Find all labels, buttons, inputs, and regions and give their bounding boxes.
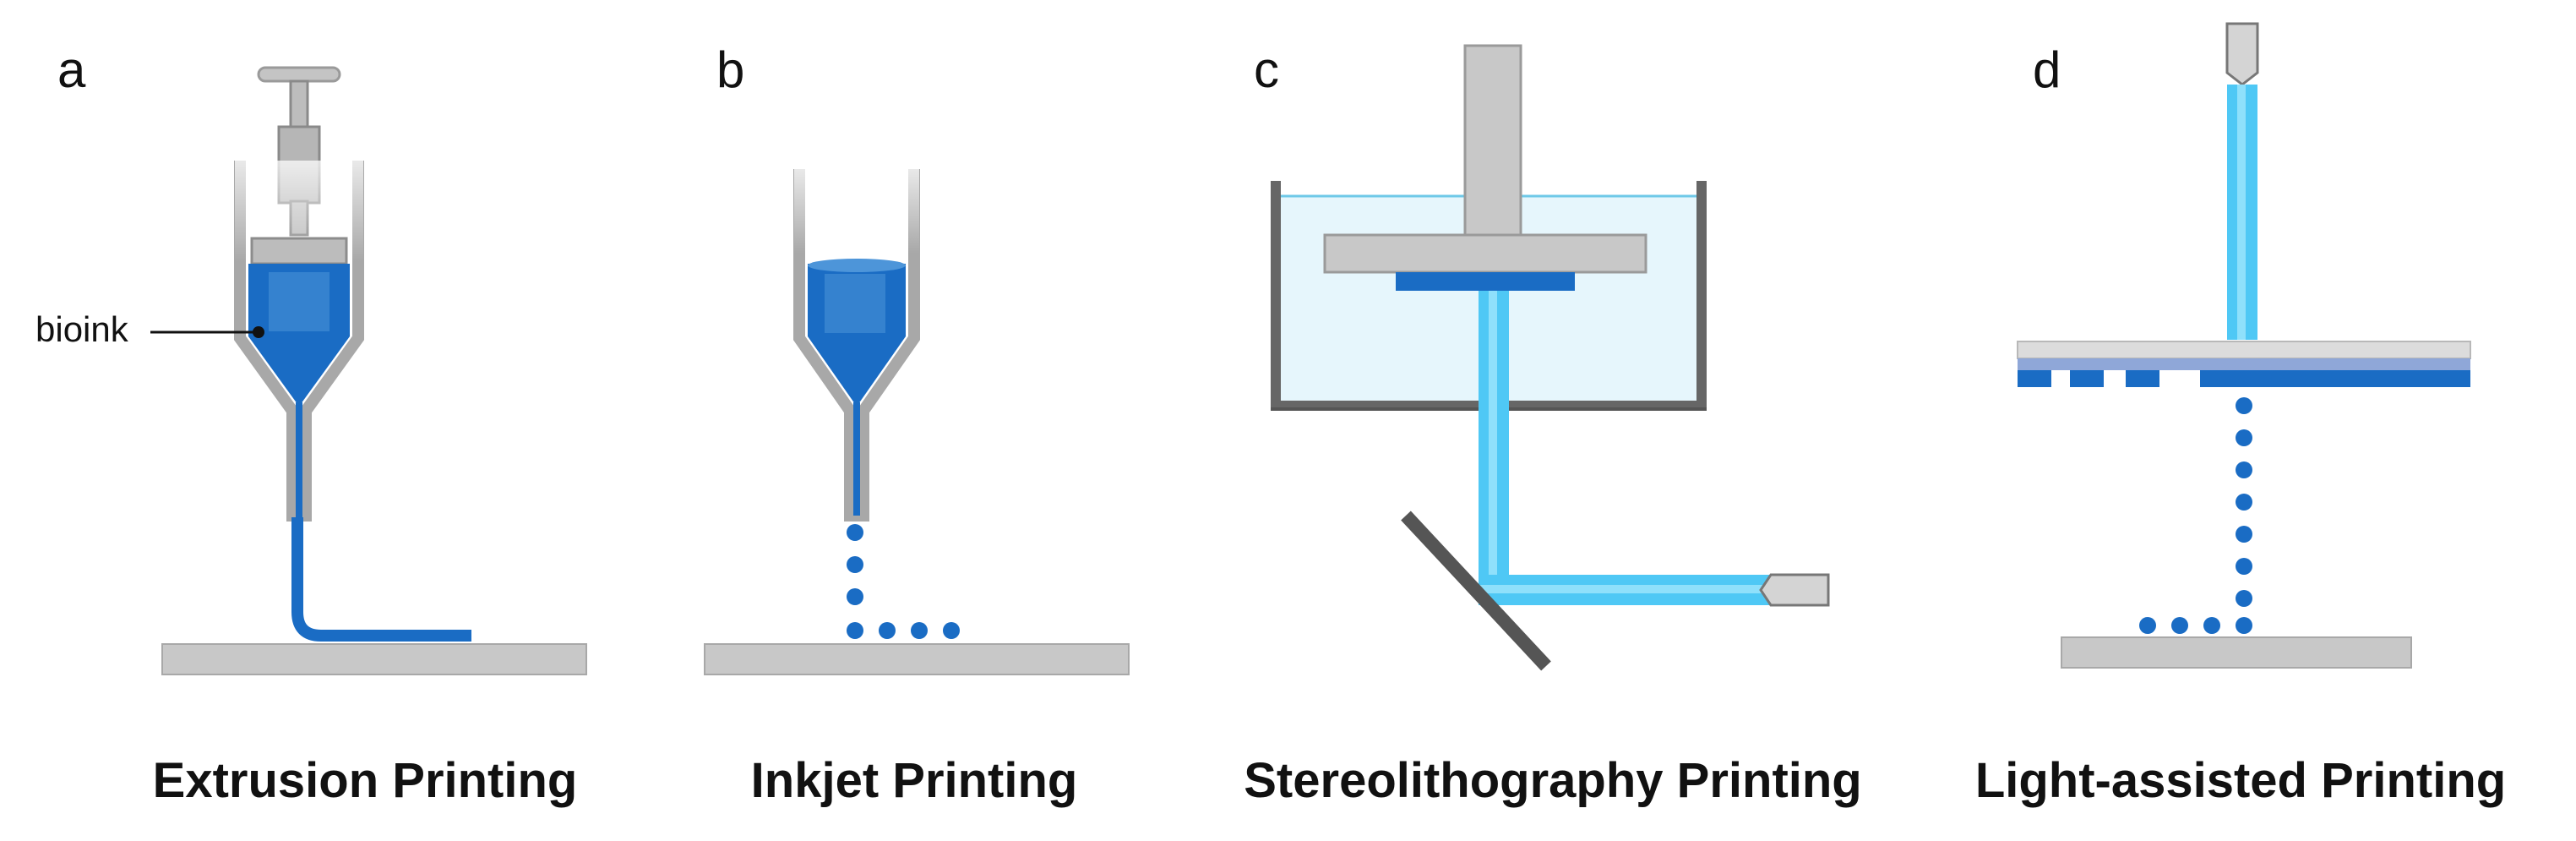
receiving-platform	[2061, 636, 2412, 669]
build-platform	[161, 643, 587, 675]
build-plate	[1323, 233, 1647, 274]
extrusion-printer	[150, 66, 587, 675]
panel-label-b: b	[716, 41, 745, 98]
plunger-cap	[257, 66, 341, 83]
absorbing-layer	[2018, 358, 2470, 370]
laser-source-top	[2225, 22, 2259, 86]
light-assisted-printer	[2017, 22, 2471, 669]
bioink-layer	[2018, 370, 2470, 387]
cured-layer	[1396, 272, 1575, 291]
transferred-droplets	[2139, 397, 2252, 634]
bioink-label: bioink	[35, 309, 128, 349]
mirror	[1401, 511, 1551, 671]
caption-inkjet: Inkjet Printing	[750, 753, 1078, 808]
panel-label-d: d	[2033, 41, 2061, 98]
panel-label-a: a	[57, 41, 86, 98]
inkjet-printer	[704, 169, 1130, 675]
plunger-rod	[289, 79, 309, 134]
donor-slide	[2017, 341, 2471, 359]
build-column	[1463, 44, 1522, 237]
bioink-nozzle-flow	[296, 402, 302, 521]
caption-extrusion: Extrusion Printing	[152, 753, 578, 808]
extruded-filament	[291, 517, 471, 642]
panel-label-c: c	[1254, 41, 1279, 98]
inkjet-droplets	[847, 524, 960, 639]
inkjet-platform	[704, 643, 1130, 675]
stereolithography-printer	[1271, 44, 1830, 671]
syringe-piston	[250, 237, 348, 265]
caption-stereolithography: Stereolithography Printing	[1244, 753, 1862, 808]
caption-light-assisted: Light-assisted Printing	[1974, 753, 2507, 808]
laser-source	[1759, 573, 1830, 607]
